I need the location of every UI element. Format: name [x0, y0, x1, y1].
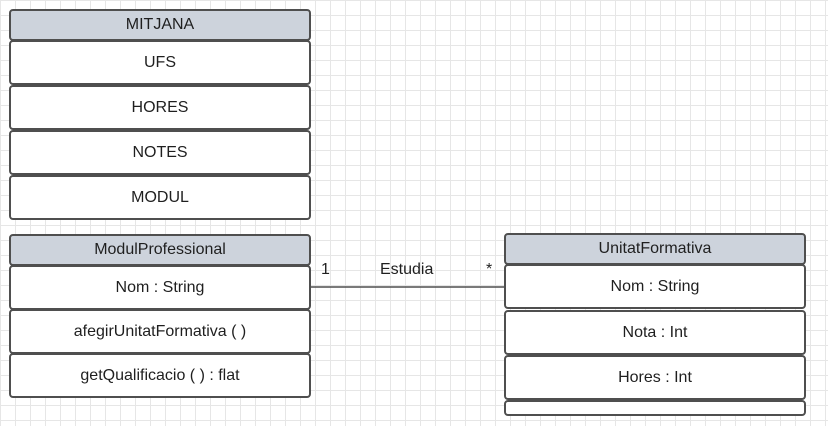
class-unitat-attribute[interactable]: Nom : String [504, 264, 806, 309]
association-source-multiplicity: 1 [321, 261, 330, 278]
class-modul-method[interactable]: getQualificacio ( ) : flat [9, 353, 311, 398]
class-modul-header[interactable]: ModulProfessional [9, 234, 311, 266]
class-unitat-attribute[interactable]: Nota : Int [504, 310, 806, 355]
class-mitjana-row[interactable]: NOTES [9, 130, 311, 175]
class-unitat-empty-section[interactable] [504, 400, 806, 416]
class-mitjana-row[interactable]: MODUL [9, 175, 311, 220]
class-mitjana-row[interactable]: UFS [9, 40, 311, 85]
association-target-multiplicity: * [486, 261, 493, 278]
class-unitat-attribute[interactable]: Hores : Int [504, 355, 806, 400]
class-mitjana-row[interactable]: HORES [9, 85, 311, 130]
class-unitat-header[interactable]: UnitatFormativa [504, 233, 806, 265]
class-modul-attribute[interactable]: Nom : String [9, 265, 311, 310]
association-label: Estudia [380, 261, 434, 278]
class-mitjana-header[interactable]: MITJANA [9, 9, 311, 41]
